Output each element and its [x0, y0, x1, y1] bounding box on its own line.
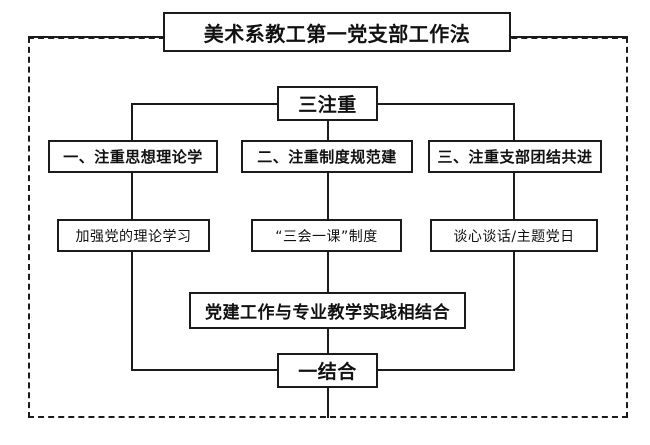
- node-branch-1: 一、注重思想理论学: [48, 140, 218, 173]
- node-sub-1: 加强党的理论学习: [57, 219, 210, 252]
- connector-branch3-to-sub3: [513, 172, 515, 221]
- connector-three-to-left: [131, 103, 279, 105]
- node-branch-3: 三、注重支部团结共进: [428, 140, 602, 173]
- node-combined-practice: 党建工作与专业教学实践相结合: [189, 292, 466, 329]
- connector-left-drop: [131, 103, 133, 142]
- connector-title-left: [28, 36, 165, 38]
- connector-three-to-middle: [327, 120, 329, 142]
- node-one-combination: 一结合: [277, 353, 378, 388]
- connector-sub2-to-wide: [327, 251, 329, 294]
- node-branch-2: 二、注重制度规范建: [241, 140, 413, 173]
- connector-right-drop: [513, 103, 515, 142]
- node-sub-3: 谈心谈话/主题党日: [430, 219, 598, 252]
- connector-branch2-to-sub2: [327, 172, 329, 221]
- connector-wide-to-bottom: [327, 327, 329, 355]
- connector-sub1-down: [131, 251, 133, 369]
- node-three-emphases: 三注重: [277, 86, 378, 121]
- node-sub-2: “三会一课”制度: [251, 219, 402, 252]
- connector-sub1-to-bottom: [131, 369, 279, 371]
- connector-title-right: [509, 36, 628, 38]
- connector-sub3-down: [513, 251, 515, 369]
- connector-sub3-to-bottom: [376, 369, 515, 371]
- connector-bottom-to-frame: [327, 386, 329, 418]
- node-title: 美术系教工第一党支部工作法: [163, 12, 511, 52]
- connector-branch1-to-sub1: [131, 172, 133, 221]
- connector-three-to-right: [376, 103, 515, 105]
